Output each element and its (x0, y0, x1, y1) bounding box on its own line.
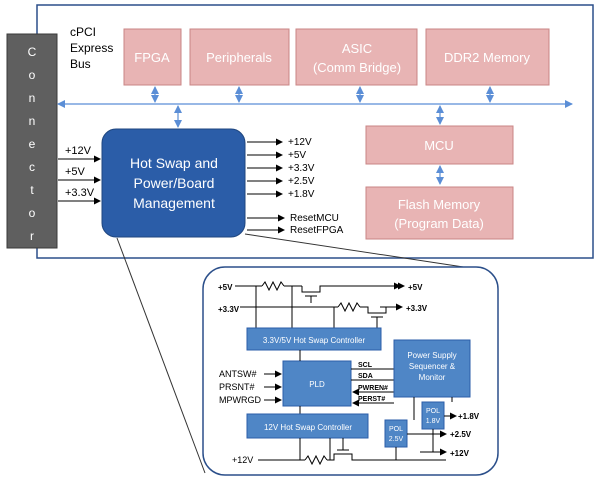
signal-antsw: ANTSW# (219, 369, 257, 379)
asic-label-line2: (Comm Bridge) (313, 60, 401, 75)
mcu-block (365, 125, 514, 165)
output-label-2v5: +2.5V (288, 176, 315, 187)
signal-prsnt: PRSNT# (219, 382, 255, 392)
input-label-3v3: +3.3V (65, 187, 95, 199)
out-12v-label: +12V (450, 449, 470, 458)
flash-block (365, 186, 514, 240)
pol-2v5-label-line2: 2.5V (389, 436, 404, 443)
flash-label-line1: Flash Memory (398, 197, 481, 212)
output-label-12v: +12V (288, 137, 312, 148)
input-label-5v: +5V (65, 166, 86, 178)
zoom-line-right (244, 233, 471, 269)
connector-letter: C (28, 45, 37, 59)
bus-label-line3: Bus (70, 57, 91, 71)
signal-mpwrgd: MPWRGD (219, 395, 261, 405)
connector-label: C o n n e c t o r (28, 45, 37, 243)
connector-letter: n (29, 91, 36, 105)
ddr2-block (425, 28, 550, 86)
reset-fpga-label: ResetFPGA (290, 225, 344, 236)
connector-letter: t (30, 183, 34, 197)
hotswap-controller-33-5 (246, 327, 382, 351)
connector-letter: r (30, 229, 34, 243)
pol-1v8-label-line2: 1.8V (426, 418, 441, 425)
hotswap-controller-12v (246, 413, 369, 439)
asic-block (295, 28, 418, 86)
rail-33v-left-label: +3.3V (218, 305, 240, 314)
flash-label-line2: (Program Data) (394, 216, 484, 231)
sense-resistor-33v (337, 301, 361, 313)
pld-label: PLD (309, 380, 325, 389)
sequencer-label-line3: Monitor (419, 373, 446, 382)
sense-resistor-12v (304, 454, 328, 466)
connector-letter: o (29, 206, 36, 220)
hotswap-label-line2: Power/Board (134, 175, 215, 191)
hotswap-label-line1: Hot Swap and (130, 155, 218, 171)
mcu-label: MCU (424, 138, 454, 153)
output-label-3v3: +3.3V (288, 163, 315, 174)
fpga-label: FPGA (134, 50, 170, 65)
rail-33v-right-label: +3.3V (406, 304, 428, 313)
peripherals-label: Peripherals (206, 50, 272, 65)
hotswap-controller-33-5-label: 3.3V/5V Hot Swap Controller (263, 336, 366, 345)
output-label-1v8: +1.8V (288, 189, 315, 200)
sequencer-block (393, 339, 471, 398)
reset-mcu-label: ResetMCU (290, 213, 339, 224)
output-label-5v: +5V (288, 150, 306, 161)
input-label-12v: +12V (65, 145, 92, 157)
hotswap-block (101, 128, 246, 238)
connector-letter: o (29, 68, 36, 82)
mosfet-5v (296, 285, 400, 293)
signal-scl: SCL (358, 362, 373, 369)
signal-sda: SDA (358, 373, 373, 380)
sense-resistor-5v (261, 280, 285, 292)
out-1v8-label: +1.8V (458, 412, 480, 421)
connector-letter: c (29, 160, 35, 174)
signal-perst: PERST# (358, 396, 385, 403)
pld-block (282, 360, 352, 407)
out-2v5-label: +2.5V (450, 430, 472, 439)
peripherals-block (189, 28, 290, 86)
bus-label-line1: cPCI (70, 25, 96, 39)
connector-letter: n (29, 114, 36, 128)
connector-letter: e (29, 137, 36, 151)
ddr2-label: DDR2 Memory (444, 50, 530, 65)
fpga-block (123, 28, 182, 86)
asic-label-line1: ASIC (342, 41, 372, 56)
zoom-line-left (116, 237, 206, 474)
mosfet-12v (327, 453, 446, 461)
sequencer-label-line2: Sequencer & (409, 362, 456, 371)
sequencer-label-line1: Power Supply (407, 351, 456, 360)
hotswap-label-line3: Management (133, 195, 215, 211)
connector-block (6, 33, 58, 249)
in-12v-label: +12V (232, 455, 253, 465)
rail-5v-right-label: +5V (408, 283, 423, 292)
pol-2v5-label-line1: POL (389, 426, 403, 433)
rail-5v-left-label: +5V (218, 283, 233, 292)
pol-1v8-label-line1: POL (426, 408, 440, 415)
signal-pwren: PWREN# (358, 385, 388, 392)
bus-label-line2: Express (70, 41, 113, 55)
hotswap-controller-12v-label: 12V Hot Swap Controller (264, 423, 352, 432)
